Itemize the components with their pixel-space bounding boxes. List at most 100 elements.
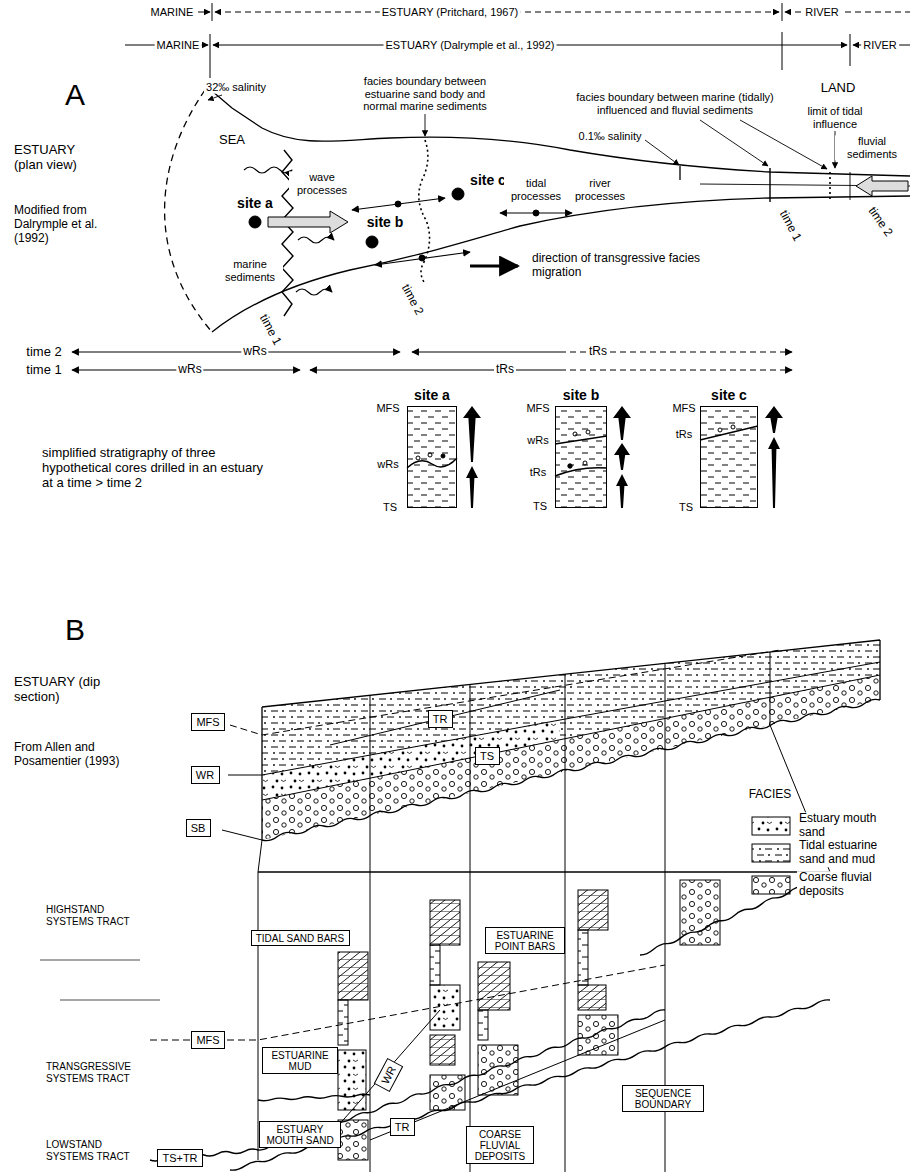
label-box: TS+TR [157, 1149, 203, 1167]
label: time 1 [24, 363, 63, 378]
upper-section-part [370, 652, 770, 815]
label: time 2 [864, 203, 896, 241]
label: ESTUARY (plan view) [12, 143, 106, 173]
legend-swatches-part [752, 844, 790, 862]
core-logs-part [430, 1035, 455, 1065]
label: MFS [374, 402, 401, 415]
range-bars-part [198, 12, 210, 13]
core-logs-part [338, 1000, 348, 1045]
leader-lines-part [645, 140, 679, 165]
core-fill-part [700, 426, 758, 440]
legend-text: Estuary mouth sand [797, 812, 896, 840]
label: LOWSTAND SYSTEMS TRACT [44, 1139, 143, 1162]
label: MARINE [155, 39, 202, 52]
label: time 1 [775, 207, 804, 246]
lower-section-part [258, 872, 665, 1172]
core-logs [338, 880, 720, 1160]
label-box: ESTUARY MOUTH SAND [259, 1121, 341, 1148]
label: FACIES [747, 788, 794, 802]
box-text: WR [378, 1064, 397, 1086]
legend-swatches-part [752, 817, 790, 835]
time-arrows-part [310, 369, 560, 370]
box-text: TIDAL SAND BARS [256, 933, 345, 944]
core-fill-part [416, 456, 420, 460]
label: MARINE [149, 6, 196, 19]
core-box: site a [407, 406, 457, 508]
core-fill-part [731, 425, 735, 429]
site-dots-and-arrows-part [452, 188, 464, 200]
box-text: MFS [196, 1034, 219, 1046]
label: wRs [241, 345, 268, 359]
label-box: TIDAL SAND BARS [251, 930, 350, 946]
process-arrows-part [244, 167, 292, 173]
core-heading: site b [561, 387, 602, 403]
box-text: TS+TR [162, 1152, 197, 1164]
core-box: site b [555, 406, 607, 508]
upper-section-part [262, 640, 880, 840]
fining-arrows-part [765, 406, 783, 433]
label: time 1 [255, 311, 284, 350]
label: river processes [568, 177, 632, 202]
core-logs-part [338, 952, 368, 1000]
core-logs-part [430, 900, 460, 945]
label: wRs [375, 458, 400, 471]
label: Modified from Dalrymple et al. (1992) [12, 204, 131, 245]
fining-arrows-part [614, 443, 630, 470]
site-dots-and-arrows-part [268, 211, 348, 233]
site-dots-and-arrows-part [856, 176, 908, 196]
label: direction of transgressive facies migrat… [530, 252, 744, 280]
label-box: TS [475, 747, 500, 765]
lower-section-part [370, 1020, 665, 1140]
estuary-outline-part [850, 172, 851, 200]
process-arrows-part [298, 237, 334, 243]
fining-arrows-part [616, 474, 628, 508]
leader-lines-part [208, 95, 222, 100]
core-logs-part [430, 945, 440, 985]
label: site c [468, 172, 508, 188]
box-text: SEQUENCE BOUNDARY [627, 1088, 699, 1110]
core-fill-part [555, 406, 607, 508]
label: tRs [587, 345, 609, 359]
process-arrows-part [352, 198, 445, 210]
unconformity-lines-part [230, 1000, 830, 1170]
core-logs-part [338, 1050, 366, 1110]
label: fluvial sediments [835, 135, 909, 160]
core-fill-part [555, 468, 607, 476]
core-heading: site a [412, 387, 452, 403]
label: site b [365, 214, 406, 230]
core-fill-part [407, 406, 457, 508]
box-text: MFS [196, 716, 219, 728]
label: tidal processes [504, 177, 568, 202]
label-box: MFS [191, 1031, 225, 1049]
label-box: ESTUARINE POINT BARS [485, 927, 565, 954]
core-logs-part [578, 930, 588, 985]
core-logs-part [430, 985, 460, 1030]
unconformity-lines-part [262, 699, 880, 840]
site-dots-and-arrows-part [249, 216, 261, 228]
label: wRs [525, 434, 550, 447]
label: simplified stratigraphy of three hypothe… [40, 446, 274, 491]
upper-section [222, 640, 880, 872]
label: MFS [524, 402, 551, 415]
label: TS [677, 501, 695, 514]
leader-lines-part [700, 120, 768, 166]
box-text: ESTUARINE MUD [267, 1050, 333, 1072]
label: SEA [217, 133, 247, 148]
label-box: TR [390, 1118, 415, 1136]
label-box: COARSE FLUVIAL DEPOSITS [466, 1126, 534, 1164]
upper-section-part [262, 662, 880, 775]
core-fill-part [555, 436, 607, 444]
core-logs-part [478, 1010, 488, 1040]
process-arrows-part [296, 289, 332, 295]
label-box: TR [428, 710, 453, 728]
core-fill-part [573, 432, 577, 436]
lower-section [40, 872, 830, 1172]
site-dots-and-arrows-part [395, 201, 401, 207]
time-arrows-part [560, 369, 792, 370]
label: tRs [494, 363, 516, 377]
core-logs-part [680, 880, 720, 945]
box-text: TR [395, 1121, 410, 1133]
box-text: TS [480, 750, 494, 762]
legend-text: Coarse fluvial deposits [797, 871, 896, 899]
